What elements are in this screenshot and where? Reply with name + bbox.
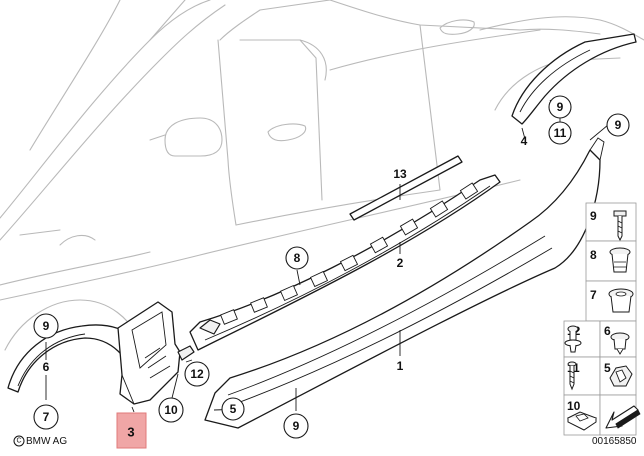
callout-10: 10 <box>158 397 184 423</box>
label-1: 1 <box>397 359 404 373</box>
fastener-legend: 9 8 7 12 6 <box>563 202 641 436</box>
callout-9-left: 9 <box>33 313 59 339</box>
direction-arrow-icon <box>605 405 641 429</box>
svg-text:5: 5 <box>604 361 611 375</box>
highlight-box <box>116 412 147 449</box>
callout-8: 8 <box>285 246 309 270</box>
screw-11-icon <box>567 361 577 391</box>
label-4: 4 <box>521 134 528 148</box>
callout-9-bottom: 9 <box>283 413 309 439</box>
svg-text:11: 11 <box>554 126 567 140</box>
svg-text:9: 9 <box>43 319 50 333</box>
callout-5: 5 <box>221 397 245 421</box>
screw-9-icon <box>613 210 627 242</box>
svg-text:6: 6 <box>604 324 611 338</box>
legend-cell-9 <box>585 202 637 242</box>
part-4-rear-wheel-arch-trim <box>511 33 637 125</box>
svg-text:7: 7 <box>43 410 50 424</box>
footer: C BMW AG 00165850 <box>13 435 637 447</box>
part-12-clip <box>177 345 195 361</box>
label-6: 6 <box>43 360 50 374</box>
callout-3-highlighted: 3 <box>116 412 147 449</box>
callout-12: 12 <box>184 361 210 387</box>
part-2-sill-carrier <box>189 174 501 351</box>
svg-text:C: C <box>16 438 21 445</box>
svg-text:5: 5 <box>230 402 237 416</box>
part-3-mud-flap <box>117 301 181 405</box>
label-2: 2 <box>397 256 404 270</box>
svg-text:3: 3 <box>127 425 134 440</box>
clamp-nut-10-icon <box>566 411 598 431</box>
callout-7: 7 <box>33 404 59 430</box>
callout-9-top: 9 <box>548 95 572 119</box>
rivet-nut-8-icon <box>609 247 631 273</box>
svg-text:12: 12 <box>190 367 204 381</box>
expansion-clip-12-icon <box>564 325 582 353</box>
leader-lines <box>45 99 609 413</box>
clip-5-icon <box>609 365 633 387</box>
svg-text:10: 10 <box>567 399 581 413</box>
svg-text:8: 8 <box>590 248 597 262</box>
plug-clip-6-icon <box>610 332 630 355</box>
svg-text:7: 7 <box>590 288 597 302</box>
svg-text:9: 9 <box>590 209 597 223</box>
car-body-outline <box>0 0 644 351</box>
part-1-side-sill <box>204 137 605 429</box>
label-13: 13 <box>393 167 407 181</box>
part-13-seal-strip <box>349 155 463 221</box>
copyright-icon: C <box>13 435 25 447</box>
brand-label: BMW AG <box>26 436 67 447</box>
grommet-7-icon <box>608 288 634 313</box>
diagram-number: 00165850 <box>592 436 637 447</box>
callout-9-right: 9 <box>606 113 630 137</box>
svg-text:9: 9 <box>293 419 300 433</box>
svg-text:9: 9 <box>557 100 564 114</box>
svg-text:9: 9 <box>615 118 622 132</box>
callout-11-top: 11 <box>548 121 572 145</box>
svg-text:10: 10 <box>164 403 178 417</box>
svg-text:8: 8 <box>294 251 301 265</box>
